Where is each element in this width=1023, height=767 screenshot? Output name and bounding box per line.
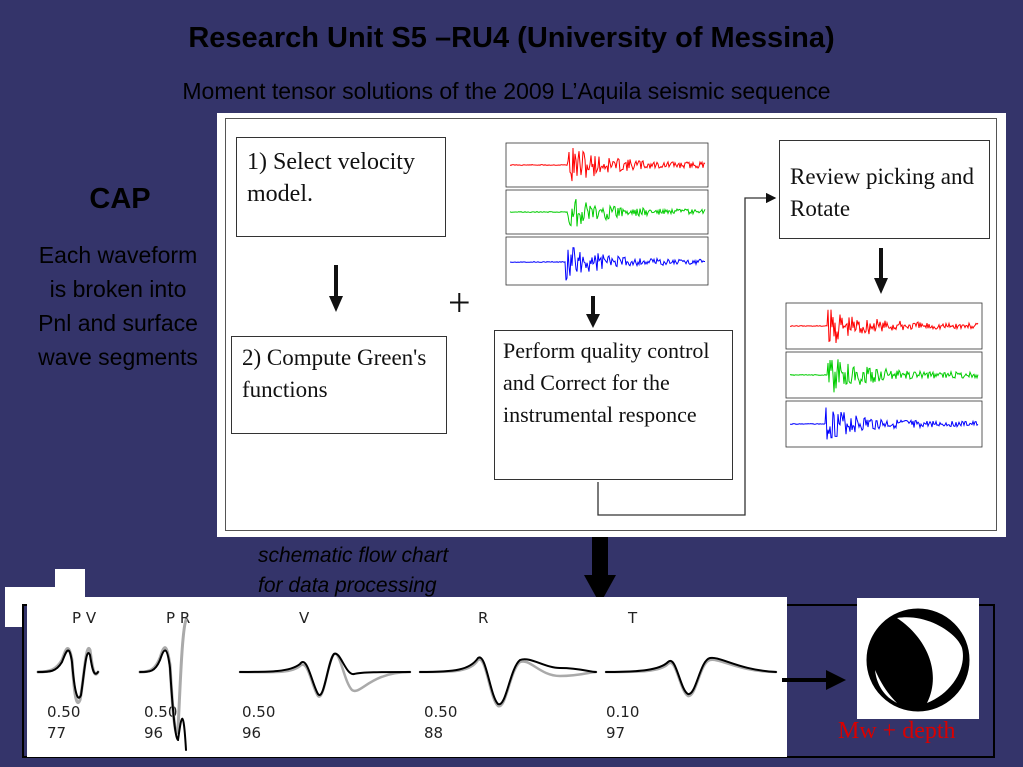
connector-line bbox=[597, 192, 777, 516]
step-quality-control: Perform quality control and Correct for … bbox=[494, 330, 733, 480]
page-title: Research Unit S5 –RU4 (University of Mes… bbox=[188, 22, 835, 54]
beachball-icon bbox=[866, 608, 970, 712]
arrow-down-main bbox=[584, 537, 616, 604]
arrow-right bbox=[782, 670, 846, 690]
waveform-fit-panel bbox=[27, 597, 787, 757]
flowchart-caption: schematic flow chart for data processing bbox=[258, 541, 518, 601]
seismogram-rotated bbox=[785, 302, 983, 448]
step-review-picking: Review picking and Rotate bbox=[779, 140, 990, 239]
waveform-label-t: T bbox=[628, 609, 638, 627]
step-select-velocity-model: 1) Select velocity model. bbox=[236, 137, 446, 237]
seismogram-input bbox=[505, 142, 709, 286]
arrow-down-2 bbox=[586, 296, 600, 328]
page-subtitle: Moment tensor solutions of the 2009 L’Aq… bbox=[182, 78, 831, 104]
plus-sign: + bbox=[448, 280, 471, 325]
cap-description: Each waveform is broken into Pnl and sur… bbox=[38, 242, 198, 370]
step-compute-greens-functions: 2) Compute Green's functions bbox=[231, 336, 447, 434]
cap-heading: CAP bbox=[89, 183, 151, 215]
waveform-pr bbox=[138, 618, 188, 751]
waveform-label-pv: P V bbox=[72, 609, 97, 627]
caption-line-1: schematic flow chart bbox=[258, 544, 449, 567]
arrow-down-1 bbox=[329, 265, 343, 312]
waveform-t bbox=[604, 656, 778, 698]
waveform-pv bbox=[36, 646, 100, 704]
arrow-down-3 bbox=[874, 248, 888, 294]
waveform-v bbox=[238, 652, 412, 698]
waveform-label-v: V bbox=[299, 609, 310, 627]
result-label: Mw + depth bbox=[838, 718, 956, 744]
waveform-r bbox=[418, 656, 598, 708]
caption-line-2: for data processing bbox=[258, 574, 437, 597]
waveform-label-r: R bbox=[478, 609, 489, 627]
